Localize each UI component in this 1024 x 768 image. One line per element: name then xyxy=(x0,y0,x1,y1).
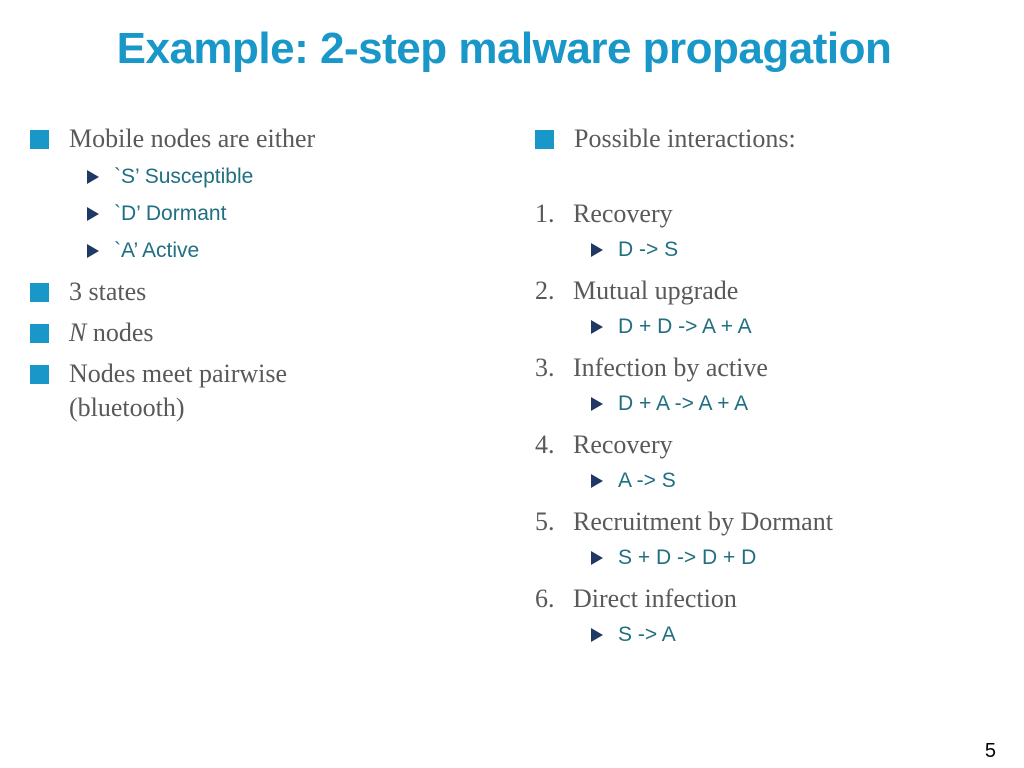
interaction-number: 1. xyxy=(535,199,555,228)
bullet-n-nodes: N nodes xyxy=(30,316,470,350)
state-item: `S’ Susceptible xyxy=(87,164,470,190)
n-nodes-text: nodes xyxy=(92,318,154,347)
triangle-bullet-icon xyxy=(591,320,603,334)
interaction-heading: 5. Recruitment by Dormant xyxy=(535,505,995,539)
interaction-label: Recovery xyxy=(573,199,673,228)
interaction-item: 3. Infection by active D + A -> A + A xyxy=(535,351,995,417)
pairwise-line-1: Nodes meet pairwise xyxy=(69,359,288,388)
state-label: `S’ Susceptible xyxy=(114,165,254,188)
n-symbol: N xyxy=(69,318,87,347)
rule-text: A -> S xyxy=(618,469,676,492)
bullet-3-states: 3 states xyxy=(30,275,470,309)
bullet-pairwise: Nodes meet pairwise (bluetooth) xyxy=(30,357,470,425)
interaction-item: 1. Recovery D -> S xyxy=(535,197,995,263)
interaction-item: 2. Mutual upgrade D + D -> A + A xyxy=(535,274,995,340)
interaction-label: Direct infection xyxy=(573,584,737,613)
interaction-heading: 6. Direct infection xyxy=(535,582,995,616)
rule-text: D + D -> A + A xyxy=(618,315,752,338)
state-item: `D’ Dormant xyxy=(87,201,470,227)
interaction-heading: 4. Recovery xyxy=(535,428,995,462)
slide-title: Example: 2-step malware propagation xyxy=(116,24,892,73)
bullet-text: Mobile nodes are either xyxy=(69,124,316,153)
interaction-rule: S + D -> D + D xyxy=(591,545,995,571)
interaction-number: 6. xyxy=(535,584,555,613)
interaction-number: 5. xyxy=(535,507,555,536)
state-label: `D’ Dormant xyxy=(114,202,227,225)
interaction-heading: 2. Mutual upgrade xyxy=(535,274,995,308)
pairwise-line-2: (bluetooth) xyxy=(69,393,185,422)
interaction-label: Recruitment by Dormant xyxy=(573,507,833,536)
bullet-text: 3 states xyxy=(69,277,147,306)
interactions-list: 1. Recovery D -> S 2. Mutual upgrade D +… xyxy=(535,197,995,648)
interaction-heading: 3. Infection by active xyxy=(535,351,995,385)
rule-text: D -> S xyxy=(618,238,679,261)
rule-text: S -> A xyxy=(618,623,676,646)
triangle-bullet-icon xyxy=(87,207,99,221)
triangle-bullet-icon xyxy=(591,243,603,257)
triangle-bullet-icon xyxy=(591,551,603,565)
interaction-rule: D + A -> A + A xyxy=(591,391,995,417)
right-column: Possible interactions: 1. Recovery D -> … xyxy=(535,122,995,648)
interaction-label: Infection by active xyxy=(573,353,768,382)
bullet-possible-interactions: Possible interactions: xyxy=(535,122,995,156)
bullet-text: N nodes xyxy=(69,316,470,350)
states-list: `S’ Susceptible `D’ Dormant `A’ Active xyxy=(87,164,470,264)
left-column: Mobile nodes are either `S’ Susceptible … xyxy=(30,122,470,425)
bullet-mobile-nodes: Mobile nodes are either xyxy=(30,122,470,156)
square-bullet-icon xyxy=(30,365,49,384)
interaction-number: 3. xyxy=(535,353,555,382)
triangle-bullet-icon xyxy=(591,628,603,642)
interaction-number: 4. xyxy=(535,430,555,459)
interaction-rule: S -> A xyxy=(591,622,995,648)
bullet-text: Possible interactions: xyxy=(574,124,796,153)
interaction-label: Recovery xyxy=(573,430,673,459)
square-bullet-icon xyxy=(535,130,554,149)
interaction-rule: A -> S xyxy=(591,468,995,494)
triangle-bullet-icon xyxy=(591,474,603,488)
page-number: 5 xyxy=(984,740,996,762)
interaction-item: 4. Recovery A -> S xyxy=(535,428,995,494)
bullet-text: Nodes meet pairwise (bluetooth) xyxy=(69,357,470,425)
state-item: `A’ Active xyxy=(87,238,470,264)
interaction-number: 2. xyxy=(535,276,555,305)
triangle-bullet-icon xyxy=(87,170,99,184)
interaction-rule: D + D -> A + A xyxy=(591,314,995,340)
interaction-rule: D -> S xyxy=(591,237,995,263)
rule-text: D + A -> A + A xyxy=(618,392,749,415)
interaction-item: 5. Recruitment by Dormant S + D -> D + D xyxy=(535,505,995,571)
triangle-bullet-icon xyxy=(87,244,99,258)
interaction-item: 6. Direct infection S -> A xyxy=(535,582,995,648)
interaction-label: Mutual upgrade xyxy=(573,276,739,305)
square-bullet-icon xyxy=(30,283,49,302)
rule-text: S + D -> D + D xyxy=(618,546,757,569)
triangle-bullet-icon xyxy=(591,397,603,411)
square-bullet-icon xyxy=(30,324,49,343)
state-label: `A’ Active xyxy=(114,239,200,262)
interaction-heading: 1. Recovery xyxy=(535,197,995,231)
square-bullet-icon xyxy=(30,130,49,149)
